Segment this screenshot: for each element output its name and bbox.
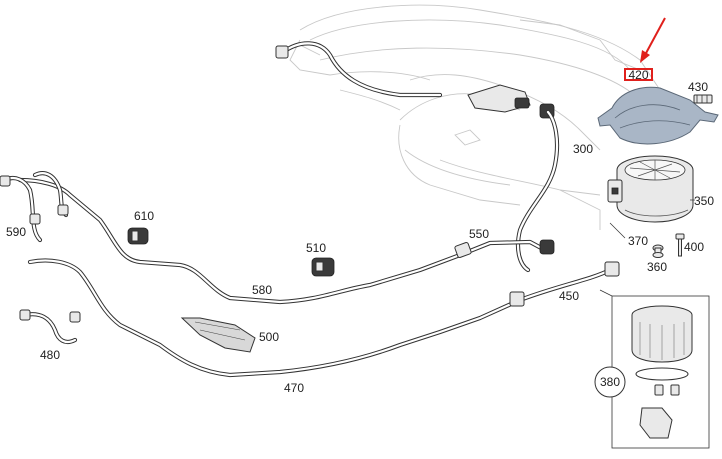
heat-shield-500: [180, 317, 256, 353]
label-300: 300: [573, 142, 593, 156]
bracket-420: [597, 86, 719, 145]
label-420: 420: [628, 68, 648, 82]
red-box-icon: 420: [624, 68, 653, 82]
label-500: 500: [259, 330, 279, 344]
label-400: 400: [684, 240, 704, 254]
hose-connector: [275, 45, 289, 59]
grommet-360: [652, 244, 664, 258]
hose-580: [17, 177, 555, 305]
red-arrow-icon: [640, 17, 666, 63]
hose-590: [0, 171, 69, 243]
hose-300: [515, 109, 560, 273]
detail-box-380: [599, 289, 710, 449]
label-470: 470: [284, 381, 304, 395]
label-370: 370: [628, 234, 648, 248]
label-550: 550: [469, 227, 489, 241]
label-360: 360: [647, 260, 667, 274]
label-510: 510: [306, 241, 326, 255]
connector-510: [311, 257, 335, 277]
leader-lines: [609, 199, 695, 239]
label-450: 450: [559, 289, 579, 303]
filter-housing-350: [607, 155, 694, 223]
label-610: 610: [134, 209, 154, 223]
label-380: 380: [600, 375, 620, 389]
hose-480: [19, 309, 81, 345]
vent-hose-top: [275, 41, 443, 98]
label-430: 430: [688, 80, 708, 94]
hose-470: [27, 258, 620, 378]
label-480: 480: [40, 348, 60, 362]
clip-430: [693, 94, 713, 104]
bolt-400: [675, 233, 685, 257]
label-580: 580: [252, 283, 272, 297]
label-350: 350: [694, 194, 714, 208]
connector-610: [127, 227, 149, 245]
tank-pump-module: [467, 84, 555, 119]
part-labels: 430 300 350 370 400 360 550 450 610 510 …: [6, 80, 714, 395]
label-590: 590: [6, 225, 26, 239]
callout-circle-380: 380: [594, 366, 626, 398]
